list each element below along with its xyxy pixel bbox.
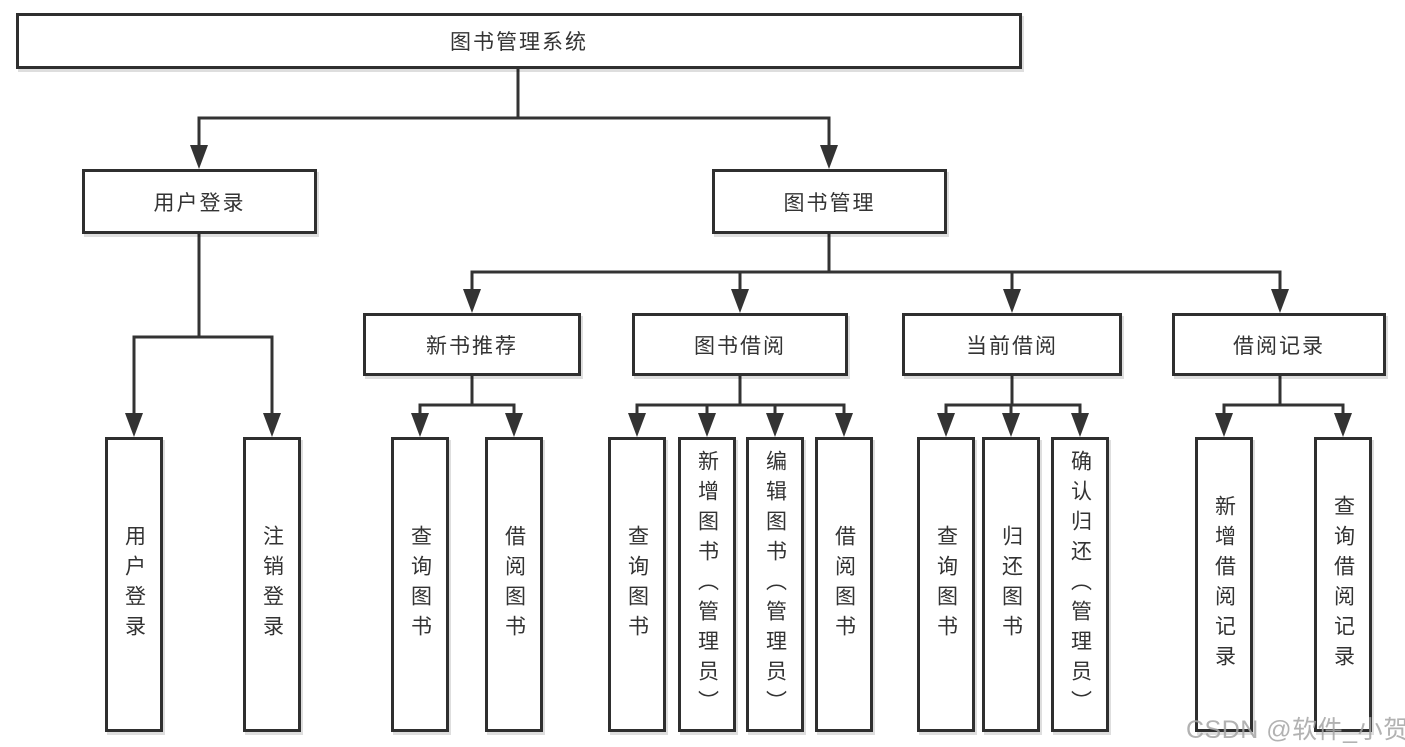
leaf-edit-books-admin: 编辑图书（管理员） [746,437,804,732]
node-new-book-recommend: 新书推荐 [363,313,581,376]
arrowhead-down [1334,413,1352,437]
arrowhead-down [1271,289,1289,313]
node-root-label: 图书管理系统 [450,31,588,54]
leaf-label: 编辑图书（管理员） [763,449,787,720]
node-root: 图书管理系统 [16,13,1022,69]
leaf-label: 借阅图书 [832,524,856,645]
node-new-book-recommend-label: 新书推荐 [426,334,518,358]
node-user-login: 用户登录 [82,169,317,234]
csdn-watermark: CSDN @软件_小贺同学 [1186,716,1405,744]
arrowhead-down [463,289,481,313]
arrowhead-down [190,145,208,169]
node-book-borrow: 图书借阅 [632,313,848,376]
leaf-confirm-return-admin: 确认归还（管理员） [1051,437,1109,732]
node-book-management-label: 图书管理 [783,191,876,215]
arrowhead-down [125,413,143,437]
leaf-add-borrow-record: 新增借阅记录 [1195,437,1253,732]
leaf-logout: 注销登录 [243,437,301,732]
arrowhead-down [628,413,646,437]
leaf-query-books-1: 查询图书 [391,437,449,732]
leaf-label: 归还图书 [999,524,1023,645]
node-user-login-label: 用户登录 [153,191,246,215]
leaf-label: 新增图书（管理员） [695,449,719,720]
arrowhead-down [263,413,281,437]
node-borrow-records-label: 借阅记录 [1233,334,1325,358]
node-current-borrow: 当前借阅 [902,313,1122,376]
leaf-label: 查询借阅记录 [1331,494,1355,675]
leaf-label: 注销登录 [260,524,284,645]
leaf-query-books-2: 查询图书 [608,437,666,732]
leaf-query-borrow-record: 查询借阅记录 [1314,437,1372,732]
arrowhead-down [835,413,853,437]
leaf-borrow-books-1: 借阅图书 [485,437,543,732]
leaf-label: 用户登录 [122,524,146,645]
arrowhead-down [1071,413,1089,437]
arrowhead-down [411,413,429,437]
leaf-return-books: 归还图书 [982,437,1040,732]
node-current-borrow-label: 当前借阅 [966,334,1058,358]
arrowhead-down [731,289,749,313]
leaf-label: 查询图书 [934,524,958,645]
leaf-label: 新增借阅记录 [1212,494,1236,675]
node-book-borrow-label: 图书借阅 [694,334,786,358]
leaf-label: 借阅图书 [502,524,526,645]
arrowhead-down [1215,413,1233,437]
leaf-borrow-books-2: 借阅图书 [815,437,873,732]
node-book-management: 图书管理 [712,169,947,234]
arrowhead-down [505,413,523,437]
arrowhead-down [1002,413,1020,437]
arrowhead-down [1003,289,1021,313]
arrowhead-down [698,413,716,437]
leaf-label: 确认归还（管理员） [1068,449,1092,720]
node-borrow-records: 借阅记录 [1172,313,1386,376]
leaf-label: 查询图书 [625,524,649,645]
leaf-add-books-admin: 新增图书（管理员） [678,437,736,732]
leaf-query-books-3: 查询图书 [917,437,975,732]
arrowhead-down [937,413,955,437]
arrowhead-down [766,413,784,437]
arrowhead-down [820,145,838,169]
leaf-label: 查询图书 [408,524,432,645]
leaf-user-login: 用户登录 [105,437,163,732]
